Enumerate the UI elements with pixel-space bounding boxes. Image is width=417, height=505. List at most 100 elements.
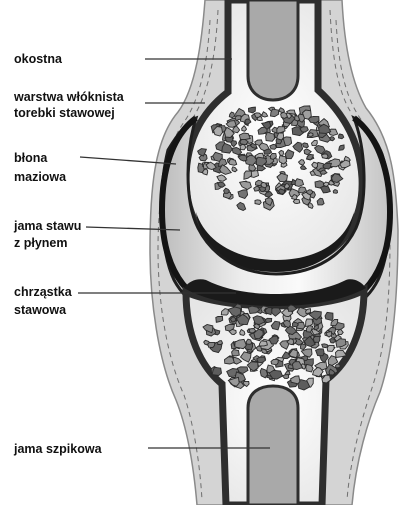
bone-pebble xyxy=(322,181,330,188)
bone-pebble xyxy=(258,142,270,152)
bone-pebble xyxy=(241,125,248,132)
bone-pebble xyxy=(236,366,249,374)
bone-pebble xyxy=(329,338,337,344)
bone-pebble xyxy=(335,349,348,359)
bone-pebble xyxy=(270,320,281,331)
bone-pebble xyxy=(269,143,277,150)
bone-pebble xyxy=(328,368,336,376)
bone-pebble xyxy=(319,185,331,194)
bone-pebble xyxy=(330,318,339,327)
bone-pebble xyxy=(307,201,314,209)
label-joint-cavity-2: z płynem xyxy=(14,236,68,250)
bone-pebble xyxy=(244,118,252,125)
bone-pebble xyxy=(288,348,298,359)
bone-pebble xyxy=(217,181,226,188)
bone-pebble xyxy=(305,325,314,333)
bone-pebble xyxy=(283,183,291,189)
bone-pebble xyxy=(324,311,334,322)
bone-pebble xyxy=(212,126,223,137)
bone-pebble xyxy=(321,153,329,160)
bone-pebble xyxy=(223,187,231,194)
bone-pebble xyxy=(270,108,280,118)
bone-pebble xyxy=(256,356,266,364)
bone-pebble xyxy=(264,307,273,316)
bone-pebble xyxy=(278,155,288,165)
label-synovial-membrane-1: błona xyxy=(14,151,48,165)
bone-pebble xyxy=(248,328,257,334)
bone-pebble xyxy=(252,315,266,325)
bone-pebble xyxy=(287,304,298,312)
bone-pebble xyxy=(220,308,229,316)
bone-pebble xyxy=(261,111,269,118)
bone-pebble xyxy=(259,367,268,379)
bone-pebble xyxy=(325,331,333,338)
bone-pebble xyxy=(306,153,314,161)
bone-pebble xyxy=(299,126,309,133)
spongy-bone-lower xyxy=(202,303,349,391)
bone-pebble xyxy=(301,142,309,149)
bone-pebble xyxy=(296,306,312,318)
bone-pebble xyxy=(332,188,338,194)
label-marrow-cavity: jama szpikowa xyxy=(13,442,103,456)
bone-pebble xyxy=(253,328,264,340)
bone-pebble xyxy=(243,170,253,180)
bone-pebble xyxy=(219,164,233,175)
bone-pebble xyxy=(198,152,208,162)
bone-pebble xyxy=(234,115,242,122)
bone-pebble xyxy=(217,340,224,345)
bone-pebble xyxy=(290,375,301,385)
bone-pebble xyxy=(301,109,312,120)
bone-pebble xyxy=(312,367,324,378)
bone-pebble xyxy=(231,349,240,357)
bone-pebble xyxy=(223,126,235,138)
bone-pebble xyxy=(338,144,345,151)
bone-pebble xyxy=(228,158,238,166)
bone-pebble xyxy=(253,112,263,118)
bone-pebble xyxy=(292,141,304,153)
bone-pebble xyxy=(307,132,314,137)
bone-pebble xyxy=(303,148,312,156)
bone-pebble xyxy=(270,153,277,160)
bone-pebble xyxy=(254,199,262,205)
bone-pebble xyxy=(264,197,273,207)
bone-pebble xyxy=(321,374,332,384)
bone-pebble xyxy=(322,162,332,170)
bone-pebble xyxy=(255,156,268,167)
bone-pebble xyxy=(313,145,326,155)
bone-pebble xyxy=(316,197,325,206)
bone-pebble xyxy=(225,120,237,128)
bone-pebble xyxy=(328,158,342,168)
bone-pebble xyxy=(308,310,322,321)
lower-articular-cartilage xyxy=(184,279,366,306)
bone-pebble xyxy=(238,180,252,191)
bone-pebble xyxy=(205,161,217,170)
label-joint-cavity-1: jama stawu xyxy=(13,219,81,233)
bone-pebble xyxy=(305,363,314,373)
bone-pebble xyxy=(277,188,285,195)
bone-pebble xyxy=(303,335,316,347)
bone-pebble xyxy=(335,363,341,369)
bone-pebble xyxy=(315,348,325,357)
bone-pebble xyxy=(254,179,263,187)
bone-pebble xyxy=(238,132,251,140)
label-articular-cartilage-1: chrząstka xyxy=(14,285,73,299)
bone-pebble xyxy=(319,169,328,175)
bone-pebble xyxy=(228,111,236,119)
bone-pebble xyxy=(327,326,337,336)
bone-pebble xyxy=(292,321,299,328)
bone-pebble xyxy=(202,324,214,334)
bone-pebble xyxy=(268,335,279,345)
bone-pebble xyxy=(215,316,224,323)
bone-pebble xyxy=(330,173,344,183)
bone-pebble xyxy=(318,123,332,134)
leader-lines xyxy=(78,58,270,449)
label-fibrous-layer-1: warstwa włóknista xyxy=(13,90,125,104)
bone-pebble xyxy=(291,193,298,201)
bone-pebble xyxy=(311,161,319,169)
spongy-bone-upper xyxy=(197,105,351,212)
bone-pebble xyxy=(237,154,248,162)
bone-pebble xyxy=(291,361,304,370)
bone-pebble xyxy=(239,328,246,336)
bone-pebble xyxy=(224,356,235,365)
bone-pebble xyxy=(280,111,288,119)
